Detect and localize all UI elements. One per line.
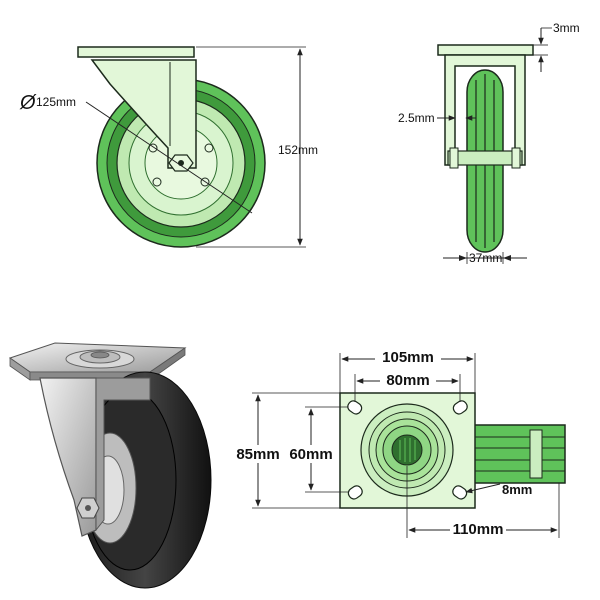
side-height-label: 152mm (278, 143, 318, 157)
top-swivel-radius-label: 110mm (453, 521, 504, 538)
swivel-kingpin (391, 434, 423, 466)
top-plate-width-label: 105mm (382, 349, 434, 366)
mounting-holes (347, 400, 468, 500)
side-top-plate (77, 46, 195, 58)
top-hole-spacing-x-label: 80mm (386, 372, 429, 389)
top-hole-diameter-label: 8mm (502, 482, 532, 497)
front-fork-thickness-label: 2.5mm (398, 111, 435, 125)
caster-illustration (8, 342, 212, 589)
diameter-symbol: Ø (19, 92, 37, 114)
top-hole-spacing-y-label: 60mm (289, 446, 332, 463)
top-wheel (472, 424, 566, 484)
photo-fork (39, 377, 97, 537)
front-plate-thickness-label: 3mm (553, 21, 580, 35)
top-view: 105mm 80mm 85mm 60mm 8mm 110mm (232, 348, 566, 538)
top-plate-length-label: 85mm (236, 446, 279, 463)
side-view: Ø 125mm 152mm (19, 46, 318, 248)
front-view: 3mm 2.5mm 37mm (398, 21, 580, 265)
front-top-plate (437, 44, 534, 56)
side-diameter-label: 125mm (36, 95, 76, 109)
front-wheel-width-label: 37mm (469, 251, 502, 265)
front-axle (447, 150, 523, 166)
